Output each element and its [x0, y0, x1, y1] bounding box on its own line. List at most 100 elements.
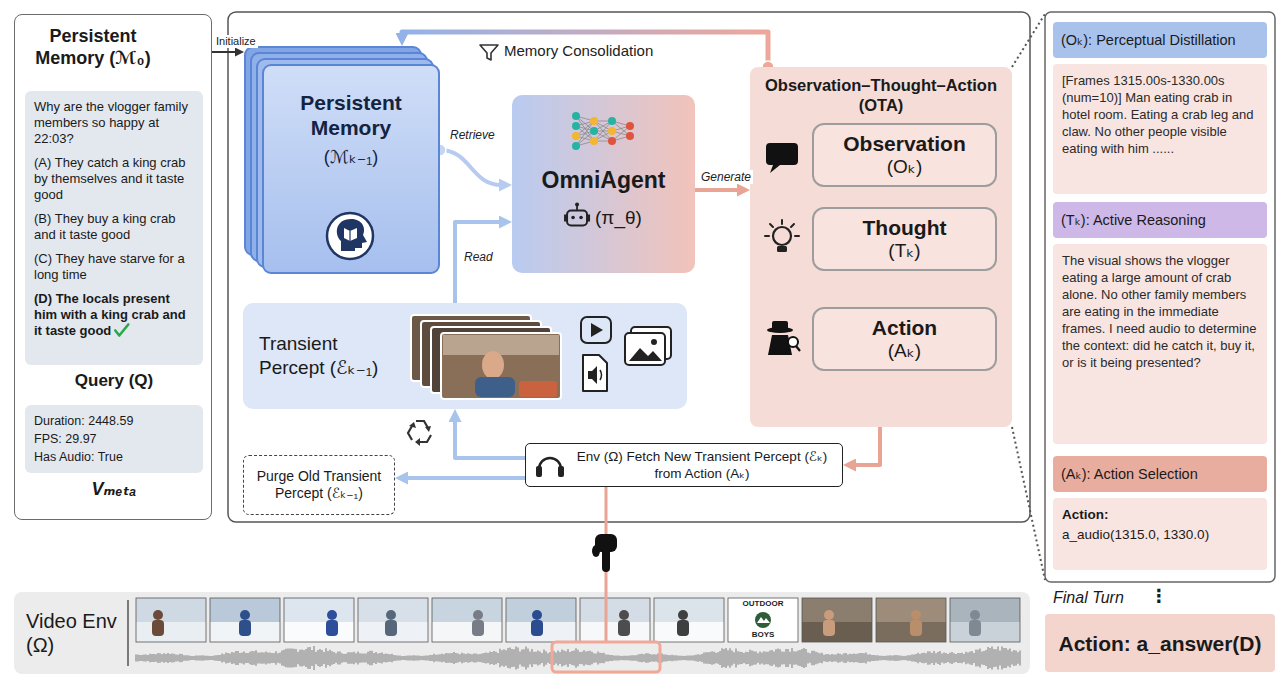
thumb-sky: [358, 598, 428, 642]
network-link: [594, 121, 612, 131]
robot-eye: [571, 216, 575, 220]
chat-icon: [766, 143, 798, 173]
network-link: [576, 126, 594, 131]
thumb-person: [823, 620, 835, 636]
turn-label: Final Turn: [1053, 588, 1124, 607]
chat-bubble: [766, 143, 798, 173]
memory-panel-text: Persistent Memory (ℳ₀): [23, 25, 163, 69]
thumb-border: [284, 598, 354, 642]
network-link: [576, 116, 594, 121]
divider-line: [127, 600, 129, 666]
network-link: [594, 131, 612, 132]
thumb-sky: [950, 598, 1020, 642]
coat: [768, 335, 792, 355]
action-header: (Aₖ): Action Selection: [1053, 456, 1267, 492]
ota-panel-text: Observation–Thought–Action (OTA): [756, 75, 1006, 115]
edge-label: Read: [462, 250, 495, 264]
action-box: Action(Aₖ): [812, 307, 997, 371]
robot-ear: [564, 215, 567, 222]
network-link: [594, 141, 612, 142]
observation-box-text: Observation: [843, 132, 966, 156]
hand-icon: [592, 534, 617, 572]
thumb-border: [876, 598, 946, 642]
fetch-pointer: [605, 592, 608, 642]
thumb-person: [824, 610, 834, 620]
thumb-sky: [210, 598, 280, 642]
hat-crown: [772, 321, 788, 330]
thumb-ground: [506, 622, 576, 642]
network-neuron: [626, 122, 634, 130]
bulb-ray: [795, 235, 799, 237]
memory-stack-text: Persistent Memory: [262, 90, 440, 140]
brain-icon: [327, 213, 373, 259]
action-detail-text: Action:: [1062, 506, 1258, 524]
thumb-ground: [876, 622, 946, 642]
bulb-glass: [773, 227, 791, 245]
thumb-ground: [654, 622, 724, 642]
video-env-panel: Video Env (Ω): [14, 592, 1030, 674]
flow-arrow: [455, 419, 525, 458]
frame-wall: [443, 335, 559, 355]
network-link: [594, 131, 612, 141]
magnifier-handle: [796, 346, 800, 351]
brain-ring: [327, 213, 373, 259]
flow-arrow: [440, 150, 502, 185]
thought-detail: The visual shows the vlogger eating a la…: [1053, 244, 1267, 444]
recycle-head: [415, 438, 420, 446]
thumb-person: [969, 620, 981, 636]
flow-arrow: [405, 476, 525, 480]
network-link: [576, 136, 594, 141]
flow-arrow: [455, 222, 502, 303]
flow-arrow: [212, 51, 237, 53]
network-link: [576, 131, 594, 136]
network-link: [576, 121, 594, 146]
speaker-shape: [588, 366, 597, 384]
thumb-person: [970, 610, 980, 620]
network-link: [576, 131, 594, 146]
fetch-window: [552, 642, 660, 672]
recycle-head: [409, 422, 416, 428]
fetch-box-text: Env (Ω) Fetch New Transient Percept (ℰₖ)…: [570, 448, 834, 482]
network-link: [594, 121, 612, 141]
logo-text: OUTDOOR: [728, 599, 798, 608]
video-frame: [421, 321, 541, 387]
network-link: [576, 121, 594, 136]
thought-box-text: Thought: [863, 216, 947, 240]
action-box-text: (Aₖ): [888, 340, 921, 362]
video-thumbnail: [432, 598, 502, 642]
recycle-head: [425, 426, 431, 432]
thumb-person: [386, 610, 396, 620]
headphone-cup: [536, 466, 542, 477]
network-link: [576, 126, 594, 141]
thumb-border: [358, 598, 428, 642]
thumb-person: [472, 620, 484, 636]
bulb-base: [777, 246, 787, 252]
metadata-box-text: Duration: 2448.59: [34, 412, 194, 430]
thumb-sky: [654, 598, 724, 642]
network-neuron: [608, 137, 616, 145]
metadata-box-text: Vₘₑₜₐ: [25, 478, 203, 500]
video-thumbnail: [210, 598, 280, 642]
bulb-ray: [770, 224, 773, 227]
thumb-person: [910, 620, 922, 636]
play-triangle: [591, 323, 603, 337]
thumb-ground: [358, 622, 428, 642]
video-env-panel-text: Video Env (Ω): [26, 609, 124, 657]
thumb-border: [950, 598, 1020, 642]
video-thumbnail: [876, 598, 946, 642]
video-thumbnail: [802, 598, 872, 642]
image-icon: [625, 333, 665, 365]
query-box-text: (C) They have starve for a long time: [34, 251, 194, 283]
thumb-person: [240, 610, 250, 620]
logo-mountain: [757, 617, 770, 623]
bulb-ray: [791, 224, 794, 227]
robot-ear: [587, 215, 590, 222]
network-neuron: [626, 132, 634, 140]
network-link: [594, 121, 612, 131]
network-neuron: [572, 132, 580, 140]
bulb-ray: [781, 220, 783, 224]
recycle-arrow: [408, 426, 412, 440]
network-neuron: [608, 127, 616, 135]
frame-crab: [519, 381, 557, 397]
